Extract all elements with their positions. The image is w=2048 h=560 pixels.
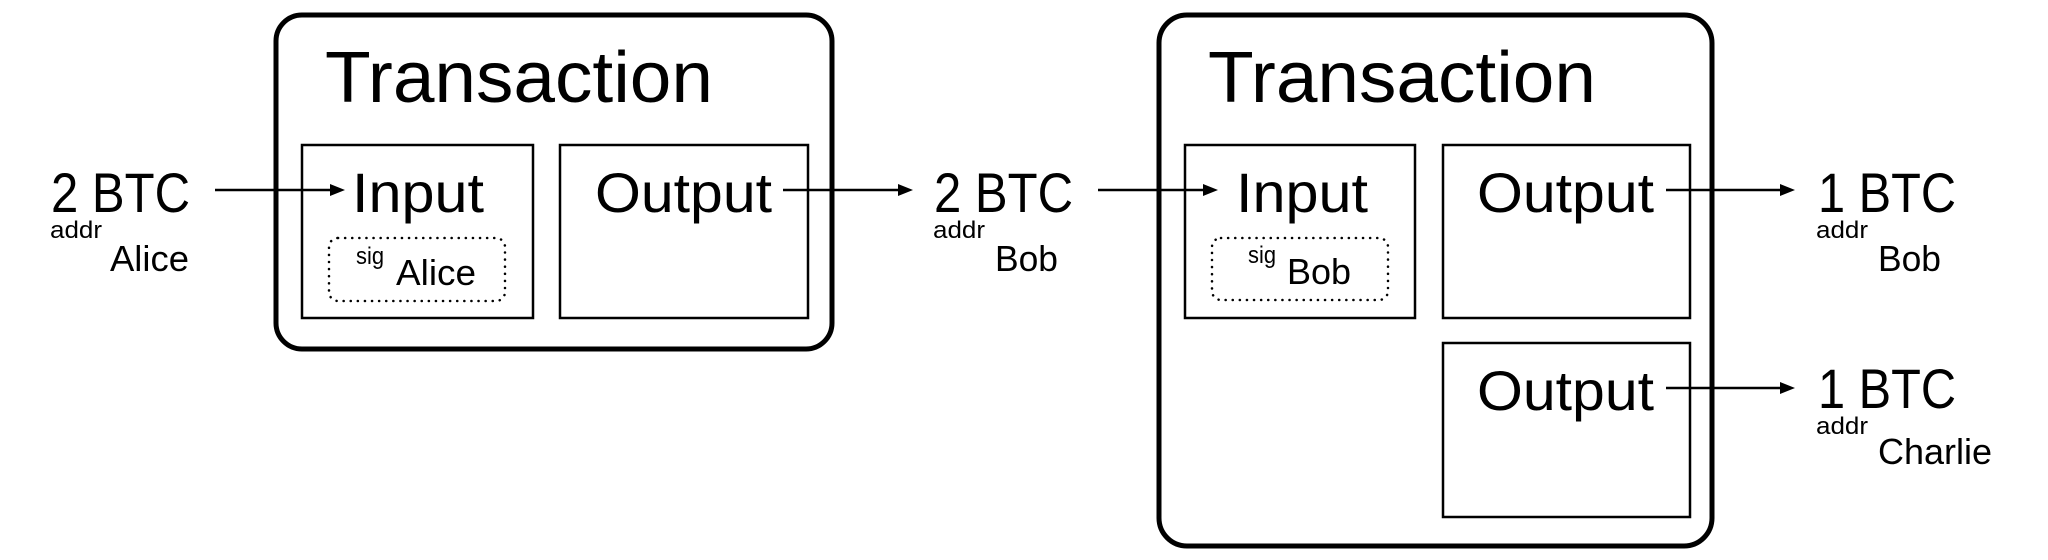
output-frame: [1441, 143, 1692, 320]
coin-amount: 1 BTC: [1818, 357, 1956, 420]
arrow-head-icon: [898, 184, 913, 196]
transaction-1: Transaction Input sig Alice Output: [273, 12, 835, 352]
output-frame: [558, 143, 810, 320]
coin-addr-prefix: addr: [1816, 413, 1868, 440]
signature-prefix: sig: [1248, 242, 1276, 269]
arrow-head-icon: [1780, 184, 1795, 196]
arrow-output-to-coin-bob-1btc: [1666, 184, 1795, 196]
signature-owner: Bob: [1287, 251, 1351, 292]
arrow-coin-to-input-2: [1098, 184, 1218, 196]
signature-frame: [1210, 236, 1390, 302]
output-box: Output: [1441, 143, 1692, 320]
coin-bob-1btc: 1 BTC addr Bob: [1816, 161, 1956, 279]
input-frame: [300, 143, 535, 320]
coin-owner: Charlie: [1878, 431, 1992, 472]
coin-addr-prefix: addr: [50, 217, 102, 244]
output-label: Output: [1477, 359, 1654, 422]
input-box: Input sig Bob: [1183, 143, 1417, 320]
arrow-output-to-coin-bob: [783, 184, 913, 196]
arrow-output-to-coin-charlie: [1666, 382, 1795, 394]
signature-owner: Alice: [396, 252, 476, 293]
signature-frame: [327, 236, 507, 303]
coin-amount: 2 BTC: [934, 161, 1073, 224]
output-box: Output: [1441, 341, 1692, 519]
coin-owner: Alice: [110, 238, 189, 279]
transaction-box: [1156, 12, 1715, 549]
signature-prefix: sig: [356, 243, 384, 270]
transaction-title: Transaction: [1208, 38, 1596, 118]
coin-owner: Bob: [995, 238, 1058, 279]
input-label: Input: [352, 161, 484, 224]
coin-owner: Bob: [1878, 238, 1941, 279]
arrow-head-icon: [1780, 382, 1795, 394]
coin-amount: 2 BTC: [51, 161, 190, 224]
coin-addr-prefix: addr: [933, 217, 985, 244]
coin-alice-2btc: 2 BTC addr Alice: [50, 161, 190, 279]
transaction-box: [273, 12, 835, 352]
output-frame: [1441, 341, 1692, 519]
input-frame: [1183, 143, 1417, 320]
signature-box: sig Alice: [327, 236, 507, 303]
coin-bob-2btc: 2 BTC addr Bob: [933, 161, 1073, 279]
arrow-coin-to-input-1: [215, 184, 345, 196]
output-label: Output: [595, 161, 772, 224]
arrow-head-icon: [330, 184, 345, 196]
coin-amount: 1 BTC: [1818, 161, 1956, 224]
signature-box: sig Bob: [1210, 236, 1390, 302]
input-label: Input: [1236, 161, 1368, 224]
arrow-head-icon: [1203, 184, 1218, 196]
transaction-2: Transaction Input sig Bob Output Output: [1156, 12, 1715, 549]
output-box: Output: [558, 143, 810, 320]
transaction-title: Transaction: [325, 38, 713, 118]
coin-addr-prefix: addr: [1816, 217, 1868, 244]
output-label: Output: [1477, 161, 1654, 224]
coin-charlie-1btc: 1 BTC addr Charlie: [1816, 357, 1992, 472]
input-box: Input sig Alice: [300, 143, 535, 320]
